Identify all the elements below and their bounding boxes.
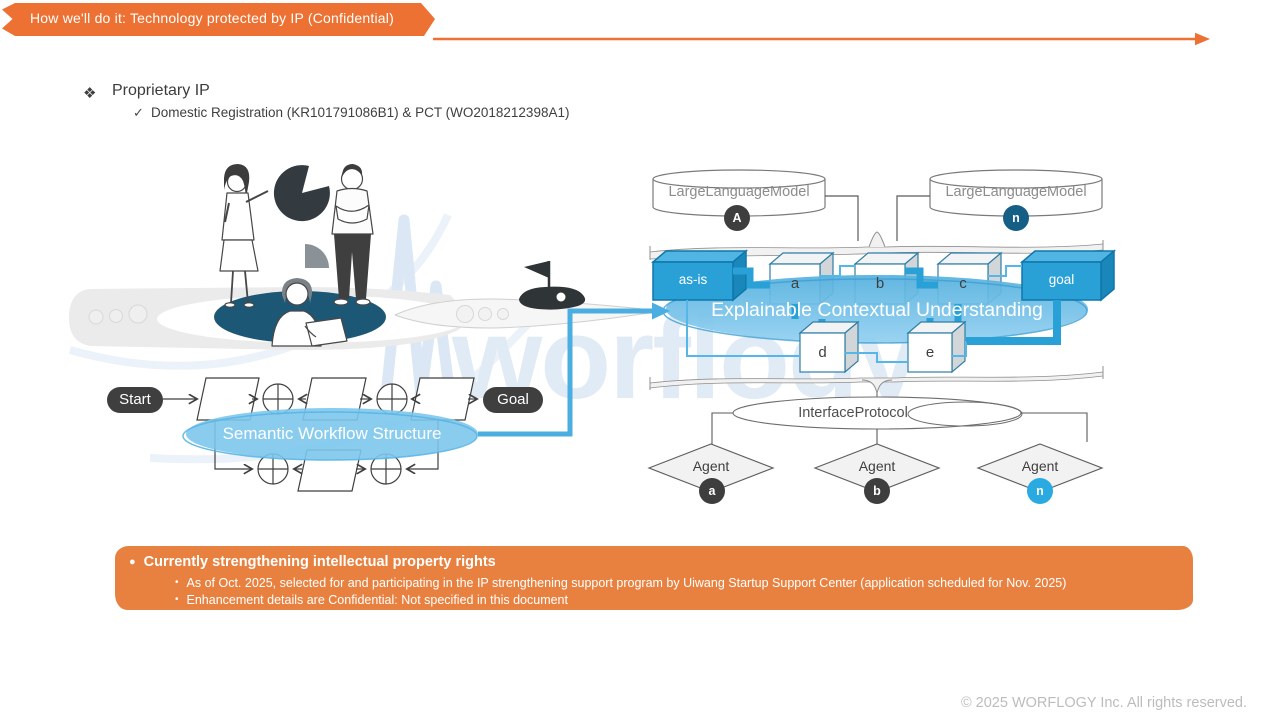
box-d-label: d: [818, 344, 827, 361]
registration-detail: Domestic Registration (KR101791086B1) & …: [151, 105, 570, 120]
box-c-label: c: [959, 275, 967, 292]
understanding-caption: Explainable Contextual Understanding: [711, 299, 1043, 321]
bullet-icon: ●: [129, 556, 136, 568]
agent-n-badge: n: [1036, 484, 1044, 498]
pie-chart-icon: [273, 165, 330, 268]
llm-cylinder-right: [929, 169, 1103, 217]
semantic-workflow-caption: Semantic Workflow Structure: [222, 424, 442, 443]
cube-d: [798, 320, 860, 374]
llm-badge-a-circle: [724, 205, 750, 231]
person-man: [331, 164, 374, 306]
start-pill: [107, 387, 163, 413]
goal-label: Goal: [497, 391, 529, 408]
understanding-ellipse: [666, 275, 1088, 343]
notice-items: • As of Oct. 2025, selected for and part…: [175, 575, 1066, 608]
trail-comet: [394, 298, 663, 329]
agent-diamond-n: [976, 443, 1104, 493]
proprietary-ip-heading: Proprietary IP: [112, 82, 210, 99]
person-laptop: [271, 278, 348, 347]
cube-as-is: [650, 249, 749, 302]
llm-right-label: LargeLanguageModel: [945, 184, 1087, 200]
llm-left-label: LargeLanguageModel: [668, 184, 810, 200]
start-label: Start: [119, 391, 151, 408]
bullet-icon: •: [175, 593, 179, 605]
agent-n-label: Agent: [1021, 458, 1059, 474]
notice-item-text: Enhancement details are Confidential: No…: [186, 592, 568, 607]
goal-pill: [483, 387, 543, 413]
notice-item: • Enhancement details are Confidential: …: [175, 592, 1066, 609]
box-b-label: b: [875, 275, 885, 292]
notice-heading-row: ● Currently strengthening intellectual p…: [129, 554, 496, 570]
notice-heading: Currently strengthening intellectual pro…: [143, 554, 496, 570]
box-a-label: a: [790, 275, 800, 292]
diamond-bullet-icon: ❖: [83, 85, 97, 102]
person-woman: [219, 164, 269, 308]
semantic-workflow-ellipse: [186, 408, 478, 460]
agent-b-label: Agent: [858, 458, 896, 474]
agent-diamond-b: [813, 443, 941, 493]
agent-badge-n-circle: [1027, 478, 1053, 504]
llm-badge-a: A: [732, 211, 742, 225]
notice-banner: ● Currently strengthening intellectual p…: [115, 546, 1193, 610]
golf-flag-icon: [519, 261, 586, 310]
agent-b-badge: b: [873, 484, 881, 498]
llm-architecture: [647, 169, 1117, 504]
box-as-is-label: as-is: [678, 272, 708, 287]
bullet-icon: •: [175, 577, 179, 588]
thin-connectors: [686, 265, 1022, 363]
box-goal-label: goal: [1048, 272, 1075, 287]
agent-badge-b-circle: [864, 478, 890, 504]
slide-title: How we'll do it: Technology protected by…: [30, 10, 394, 26]
io-shape: [410, 377, 475, 421]
notice-item-text: As of Oct. 2025, selected for and partic…: [186, 576, 1067, 590]
copyright-footer: © 2025 WORFLOGY Inc. All rights reserved…: [960, 695, 1247, 711]
agent-a-label: Agent: [692, 458, 730, 474]
llm-badge-n-circle: [1003, 205, 1029, 231]
interface-protocol-label: InterfaceProtocol: [798, 405, 908, 421]
header-underline-arrow: [433, 32, 1210, 46]
agent-connectors: [711, 412, 1088, 445]
agent-badge-a-circle: [699, 478, 725, 504]
cube-e: [906, 320, 967, 374]
header-ribbon: [2, 3, 435, 36]
agent-a-badge: a: [708, 484, 716, 498]
box-e-label: e: [925, 344, 935, 361]
notice-item: • As of Oct. 2025, selected for and part…: [175, 575, 1066, 592]
agent-diamonds: [647, 443, 1104, 493]
llm-badge-n: n: [1012, 211, 1020, 225]
agent-diamond-a: [647, 443, 775, 493]
workflow-flowchart: [107, 377, 543, 492]
team-illustration: [68, 164, 663, 350]
workflow-connector-arrow: [478, 302, 670, 437]
check-icon: ✓: [133, 105, 144, 120]
cube-goal: [1019, 249, 1117, 302]
llm-cylinder-left: [652, 169, 826, 217]
